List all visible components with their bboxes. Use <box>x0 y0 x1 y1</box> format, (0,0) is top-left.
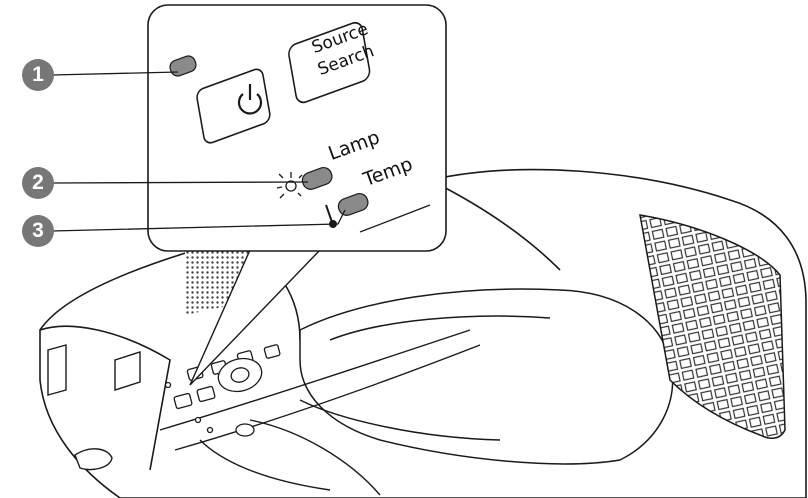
callout-1: 1 <box>22 59 54 91</box>
callout-2: 2 <box>22 167 54 199</box>
control-panel-zoom <box>148 5 446 251</box>
callout-3: 3 <box>22 215 54 247</box>
